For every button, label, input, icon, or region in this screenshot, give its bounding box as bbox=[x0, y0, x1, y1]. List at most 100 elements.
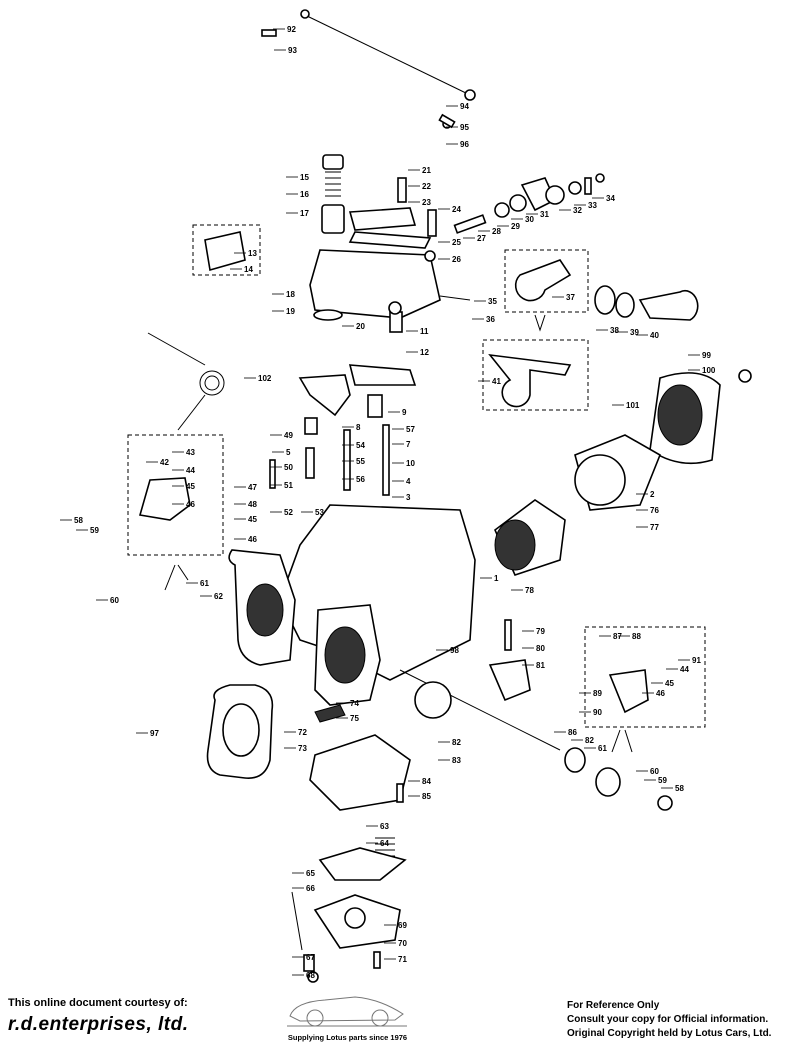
detail-box-37 bbox=[504, 249, 589, 313]
callout-58: 58 bbox=[675, 784, 684, 793]
callout-41: 41 bbox=[492, 377, 501, 386]
callout-31: 31 bbox=[540, 210, 549, 219]
callout-62: 62 bbox=[214, 592, 223, 601]
callout-54: 54 bbox=[356, 441, 365, 450]
callout-95: 95 bbox=[460, 123, 469, 132]
callout-75: 75 bbox=[350, 714, 359, 723]
callout-46: 46 bbox=[248, 535, 257, 544]
top-cover bbox=[309, 154, 471, 333]
callout-86: 86 bbox=[568, 728, 577, 737]
callout-36: 36 bbox=[486, 315, 495, 324]
callout-48: 48 bbox=[248, 500, 257, 509]
callout-64: 64 bbox=[380, 839, 389, 848]
callout-97: 97 bbox=[150, 729, 159, 738]
callout-44: 44 bbox=[680, 665, 689, 674]
callout-66: 66 bbox=[306, 884, 315, 893]
courtesy-text: This online document courtesy of: bbox=[8, 997, 188, 1009]
callout-9: 9 bbox=[402, 408, 407, 417]
callout-28: 28 bbox=[492, 227, 501, 236]
callout-37: 37 bbox=[566, 293, 575, 302]
callout-46: 46 bbox=[656, 689, 665, 698]
callout-77: 77 bbox=[650, 523, 659, 532]
callout-40: 40 bbox=[650, 331, 659, 340]
notice-block: For Reference Only Consult your copy for… bbox=[567, 999, 771, 1041]
carburettor-body bbox=[228, 504, 476, 706]
callout-14: 14 bbox=[244, 265, 253, 274]
callout-34: 34 bbox=[606, 194, 615, 203]
callout-44: 44 bbox=[186, 466, 195, 475]
callout-59: 59 bbox=[658, 776, 667, 785]
callout-43: 43 bbox=[186, 448, 195, 457]
callout-73: 73 bbox=[298, 744, 307, 753]
choke-parts bbox=[453, 173, 605, 234]
callout-52: 52 bbox=[284, 508, 293, 517]
callout-74: 74 bbox=[350, 699, 359, 708]
notice-reference: For Reference Only bbox=[567, 1000, 660, 1011]
callout-10: 10 bbox=[406, 459, 415, 468]
callout-27: 27 bbox=[477, 234, 486, 243]
callout-39: 39 bbox=[630, 328, 639, 337]
leader-lines bbox=[60, 28, 700, 976]
callout-11: 11 bbox=[420, 327, 429, 336]
callout-78: 78 bbox=[525, 586, 534, 595]
callout-79: 79 bbox=[536, 627, 545, 636]
callout-69: 69 bbox=[398, 921, 407, 930]
callout-53: 53 bbox=[315, 508, 324, 517]
callout-89: 89 bbox=[593, 689, 602, 698]
callout-92: 92 bbox=[287, 25, 296, 34]
callout-84: 84 bbox=[422, 777, 431, 786]
callout-15: 15 bbox=[300, 173, 309, 182]
callout-17: 17 bbox=[300, 209, 309, 218]
callout-47: 47 bbox=[248, 483, 257, 492]
detail-box-42-46 bbox=[127, 434, 224, 556]
callout-70: 70 bbox=[398, 939, 407, 948]
callout-2: 2 bbox=[650, 490, 655, 499]
callout-20: 20 bbox=[356, 322, 365, 331]
link-rod bbox=[261, 9, 476, 129]
callout-42: 42 bbox=[160, 458, 169, 467]
callout-4: 4 bbox=[406, 477, 411, 486]
callout-65: 65 bbox=[306, 869, 315, 878]
callout-80: 80 bbox=[536, 644, 545, 653]
callout-61: 61 bbox=[598, 744, 607, 753]
callout-19: 19 bbox=[286, 307, 295, 316]
callout-25: 25 bbox=[452, 238, 461, 247]
callout-1: 1 bbox=[494, 574, 499, 583]
callout-101: 101 bbox=[626, 401, 640, 410]
callout-100: 100 bbox=[702, 366, 716, 375]
callout-87: 87 bbox=[613, 632, 622, 641]
callout-57: 57 bbox=[406, 425, 415, 434]
callout-91: 91 bbox=[692, 656, 701, 665]
jets bbox=[269, 364, 417, 496]
callout-33: 33 bbox=[588, 201, 597, 210]
callout-82: 82 bbox=[452, 738, 461, 747]
callout-29: 29 bbox=[511, 222, 520, 231]
callout-83: 83 bbox=[452, 756, 461, 765]
callout-32: 32 bbox=[573, 206, 582, 215]
callout-71: 71 bbox=[398, 955, 407, 964]
detail-box-87-91 bbox=[584, 626, 706, 728]
callout-67: 67 bbox=[306, 953, 315, 962]
callout-21: 21 bbox=[422, 166, 431, 175]
callout-5: 5 bbox=[286, 448, 291, 457]
callout-60: 60 bbox=[650, 767, 659, 776]
callout-96: 96 bbox=[460, 140, 469, 149]
callout-63: 63 bbox=[380, 822, 389, 831]
lotus-car-logo bbox=[287, 996, 407, 1027]
callout-58: 58 bbox=[74, 516, 83, 525]
bottom-cover bbox=[291, 704, 411, 983]
company-name: r.d.enterprises, ltd. bbox=[8, 1014, 189, 1035]
callout-90: 90 bbox=[593, 708, 602, 717]
callout-85: 85 bbox=[422, 792, 431, 801]
callout-49: 49 bbox=[284, 431, 293, 440]
callout-45: 45 bbox=[248, 515, 257, 524]
callout-26: 26 bbox=[452, 255, 461, 264]
callout-102: 102 bbox=[258, 374, 272, 383]
callout-50: 50 bbox=[284, 463, 293, 472]
callout-23: 23 bbox=[422, 198, 431, 207]
callout-12: 12 bbox=[420, 348, 429, 357]
logo-block: Supplying Lotus parts since 1976 bbox=[285, 994, 410, 1042]
callout-18: 18 bbox=[286, 290, 295, 299]
